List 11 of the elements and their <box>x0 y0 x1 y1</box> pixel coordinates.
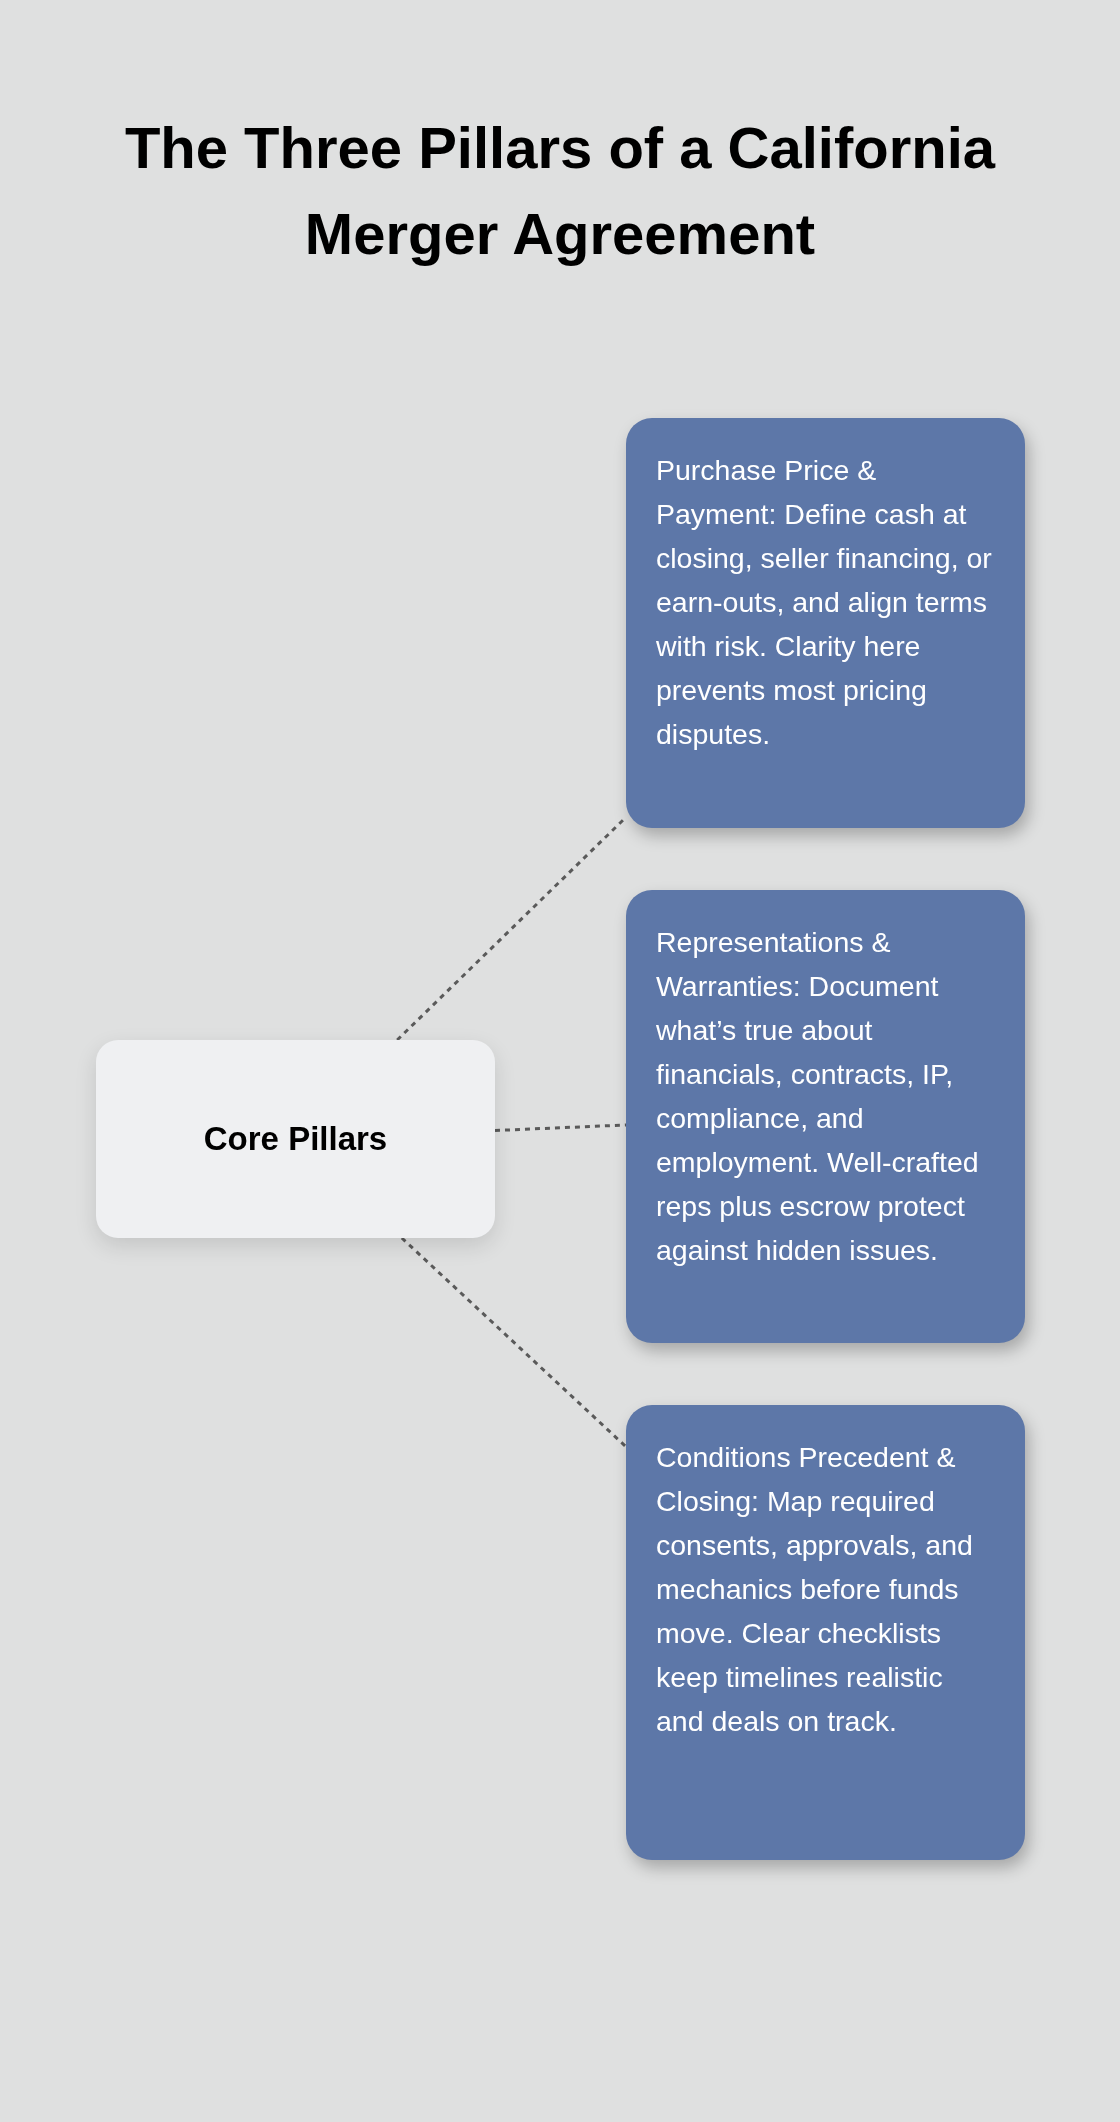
pillar-description: Representations & Warranties: Document what’s true about financials, contracts, IP, compliance, and employment. Well-crafted reps plus escrow protect against hidden issues. <box>656 925 980 1268</box>
pillar-card <box>626 1405 1025 1860</box>
central-node <box>96 1040 495 1238</box>
pillar-card <box>626 890 1025 1343</box>
connector-line <box>400 1236 628 1448</box>
connector-line <box>494 1123 627 1133</box>
pillar-description: Purchase Price & Payment: Define cash at closing, seller financing, or earn-outs, and align terms with risk. Clarity here prevents most pricing disputes. <box>656 453 993 752</box>
diagram-title: The Three Pillars of a California Merger Agreement <box>123 114 997 268</box>
node-label: Core Pillars <box>203 1119 388 1160</box>
pillar-description: Conditions Precedent & Closing: Map required consents, approvals, and mechanics before funds move. Clear checklists keep timelines realistic and deals on track. <box>656 1440 974 1739</box>
pillar-card <box>626 418 1025 828</box>
